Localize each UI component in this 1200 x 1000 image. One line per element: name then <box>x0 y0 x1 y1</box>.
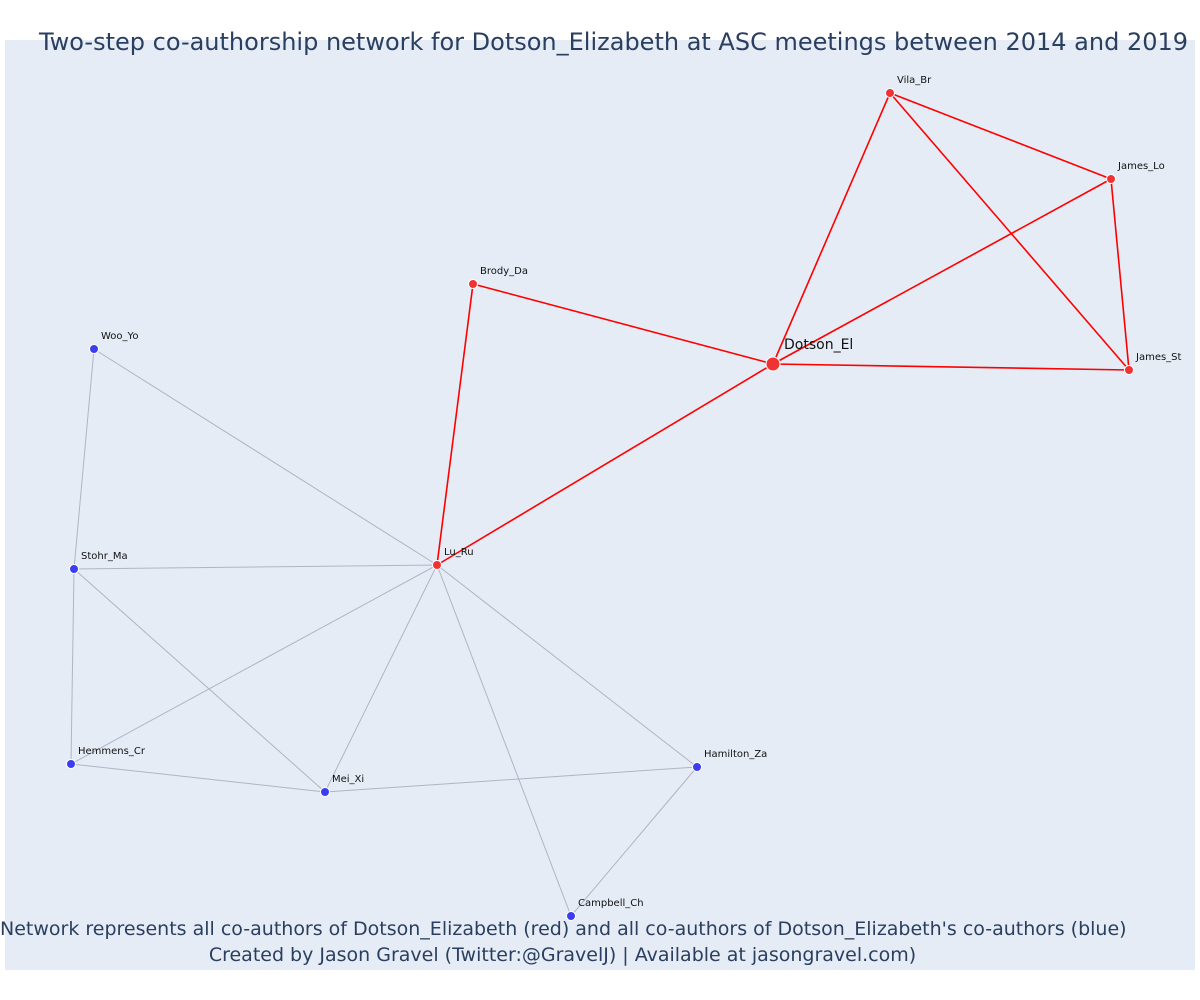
node-Hemmens_Cr[interactable] <box>66 759 76 769</box>
node-Stohr_Ma[interactable] <box>69 564 79 574</box>
edge-James_Lo-James_St <box>1110 178 1130 371</box>
edge-Stohr_Ma-Mei_Xi <box>73 568 326 793</box>
node-label-Dotson_El: Dotson_El <box>784 337 853 353</box>
node-Dotson_El[interactable] <box>765 356 781 372</box>
node-label-Hamilton_Za: Hamilton_Za <box>704 749 767 760</box>
edge-Dotson_El-Lu_Ru <box>436 363 774 566</box>
edge-Dotson_El-James_Lo <box>772 178 1112 365</box>
node-label-Lu_Ru: Lu_Ru <box>444 547 474 558</box>
node-label-Stohr_Ma: Stohr_Ma <box>81 551 128 562</box>
node-Woo_Yo[interactable] <box>89 344 99 354</box>
plot-background <box>5 40 1195 970</box>
edge-Brody_Da-Lu_Ru <box>436 283 474 566</box>
edge-Vila_Br-James_Lo <box>889 92 1112 180</box>
edge-Woo_Yo-Stohr_Ma <box>73 348 95 570</box>
edge-Dotson_El-Brody_Da <box>472 283 774 365</box>
node-James_Lo[interactable] <box>1106 174 1116 184</box>
edge-Lu_Ru-Stohr_Ma <box>73 564 438 570</box>
node-Mei_Xi[interactable] <box>320 787 330 797</box>
edge-Lu_Ru-Woo_Yo <box>93 348 438 566</box>
edge-Mei_Xi-Hamilton_Za <box>324 766 698 793</box>
node-label-Hemmens_Cr: Hemmens_Cr <box>78 746 146 757</box>
node-label-James_St: James_St <box>1135 352 1182 363</box>
node-Campbell_Ch[interactable] <box>566 911 576 921</box>
edge-Lu_Ru-Mei_Xi <box>324 564 438 793</box>
edge-Lu_Ru-Hemmens_Cr <box>70 564 438 765</box>
node-label-James_Lo: James_Lo <box>1117 161 1165 172</box>
nodes-layer <box>66 88 1134 921</box>
edge-Dotson_El-James_St <box>772 363 1130 371</box>
caption-line-1: Network represents all co-authors of Dot… <box>0 918 1127 940</box>
node-James_St[interactable] <box>1124 365 1134 375</box>
edge-Hamilton_Za-Campbell_Ch <box>570 766 698 917</box>
node-Brody_Da[interactable] <box>468 279 478 289</box>
node-label-Mei_Xi: Mei_Xi <box>332 774 364 785</box>
caption-line-2: Created by Jason Gravel (Twitter:@Gravel… <box>208 944 917 966</box>
node-label-Vila_Br: Vila_Br <box>897 75 932 86</box>
chart-title: Two-step co-authorship network for Dotso… <box>38 28 1189 56</box>
node-Lu_Ru[interactable] <box>432 560 442 570</box>
edge-Hemmens_Cr-Mei_Xi <box>70 763 326 793</box>
edges-layer <box>70 92 1130 917</box>
edge-Lu_Ru-Hamilton_Za <box>436 564 698 768</box>
node-label-Campbell_Ch: Campbell_Ch <box>578 898 644 909</box>
edge-Dotson_El-Vila_Br <box>772 92 891 365</box>
edge-Lu_Ru-Campbell_Ch <box>436 564 572 917</box>
node-Vila_Br[interactable] <box>885 88 895 98</box>
edge-Stohr_Ma-Hemmens_Cr <box>70 568 75 765</box>
edge-Vila_Br-James_St <box>889 92 1130 371</box>
node-label-Brody_Da: Brody_Da <box>480 266 528 277</box>
node-Hamilton_Za[interactable] <box>692 762 702 772</box>
node-label-Woo_Yo: Woo_Yo <box>101 331 138 342</box>
